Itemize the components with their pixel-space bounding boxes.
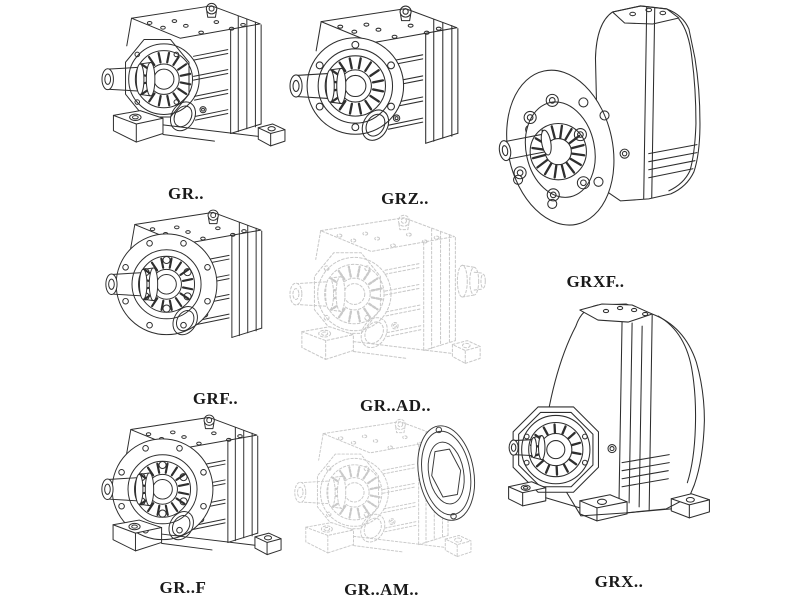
label-gr-am: GR..AM.. [344,580,419,599]
grxf-illustration [498,5,701,226]
label-grf: GRF.. [192,389,239,408]
label-gr-f: GR..F [159,578,207,597]
drawing-grz [288,2,484,178]
drawing-gr [100,2,286,164]
drawing-grxf [498,2,706,240]
label-grz: GRZ.. [381,189,429,208]
label-gr: GR.. [168,184,204,203]
drawing-grf [104,208,286,368]
grf-illustration [105,209,263,338]
label-grx: GRX.. [594,572,644,591]
gr-f-illustration [101,414,282,556]
label-grxf: GRXF.. [566,272,625,291]
gr-ad-illustration [289,214,486,364]
drawing-gr-ad [288,210,496,386]
drawing-gr-am [286,418,488,574]
grx-illustration [508,303,710,522]
label-gr-ad: GR..AD.. [359,396,432,415]
drawing-grx [505,302,710,548]
drawing-gr-f [100,412,282,574]
gr-am-illustration [294,418,476,558]
grz-illustration [289,5,459,144]
gr-illustration [101,2,286,147]
